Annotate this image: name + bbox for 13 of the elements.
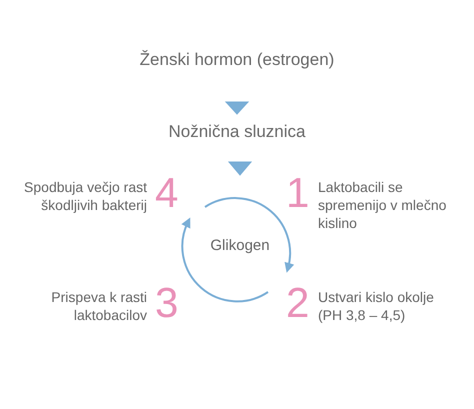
- heading-text: Nožnična sluznica: [167, 121, 306, 143]
- heading-text: Ženski hormon (estrogen): [138, 49, 336, 71]
- step-number: 3: [155, 282, 178, 324]
- step-text: Laktobacili se spremenijo v mlečno kislino: [318, 178, 448, 232]
- center-label: Glikogen: [209, 236, 271, 256]
- arrow: [228, 162, 252, 176]
- step-number: 4: [155, 172, 178, 214]
- step-number: 2: [286, 282, 310, 324]
- step-text: Prispeva k rasti laktobacilov: [50, 288, 147, 324]
- step-number: 1: [286, 172, 310, 214]
- step-text: Ustvari kislo okolje (PH 3,8 – 4,5): [318, 288, 435, 324]
- step-text: Spodbuja večjo rast škodljivih bakterij: [23, 178, 147, 214]
- arrow: [224, 102, 250, 115]
